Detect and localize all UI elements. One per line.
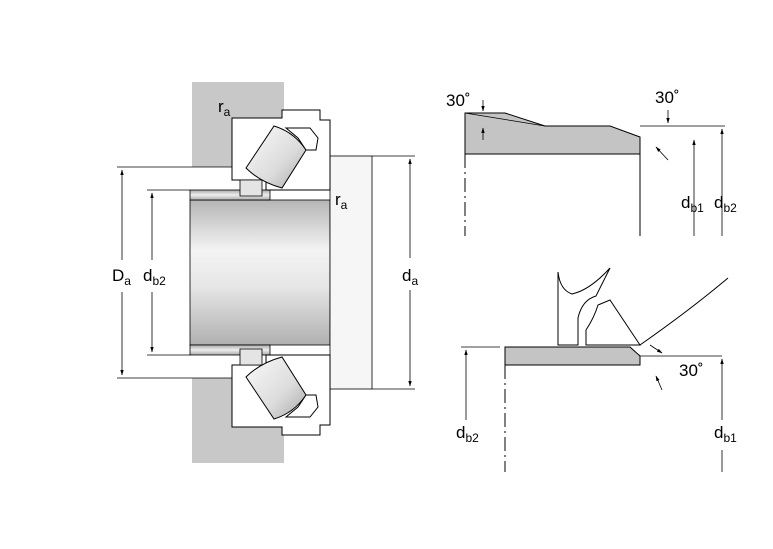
sleeve-top <box>189 189 271 201</box>
label-ra-top: ra <box>218 97 231 119</box>
detail-top-right: 30˚ 30˚ db1 db2 <box>446 88 737 236</box>
label-db2-left: db2 <box>143 266 166 288</box>
label-da: da <box>402 266 418 288</box>
outer-curve <box>639 277 729 346</box>
sleeve-profile-bottom <box>504 346 641 366</box>
shaft <box>189 199 331 346</box>
dim-db2-left <box>147 189 190 356</box>
cage-upper <box>284 127 319 151</box>
angle-tr-left: 30˚ <box>446 91 471 110</box>
detail-bottom-right: 30˚ db2 db1 <box>456 267 737 472</box>
main-assembly: ra ra Da db2 da <box>112 82 418 463</box>
nut-lower <box>239 348 263 366</box>
angle-tr-right: 30˚ <box>655 88 680 107</box>
label-Da: Da <box>112 266 131 288</box>
label-ra-mid: ra <box>335 190 348 212</box>
sleeve-profile-top <box>464 112 641 155</box>
cage-lower <box>284 394 319 418</box>
dim-da <box>372 155 415 390</box>
bearing-section <box>557 267 611 346</box>
label-db2-br: db2 <box>456 423 479 445</box>
angle-br: 30˚ <box>679 361 704 380</box>
abutment-ring <box>329 155 373 390</box>
nut-upper <box>239 179 263 197</box>
sleeve-bottom <box>189 344 271 356</box>
dim-Da <box>117 166 192 379</box>
label-db1-br: db1 <box>714 423 737 445</box>
inner-ring-section <box>585 299 641 346</box>
label-db1-tr: db1 <box>681 193 704 215</box>
label-db2-tr: db2 <box>714 193 737 215</box>
